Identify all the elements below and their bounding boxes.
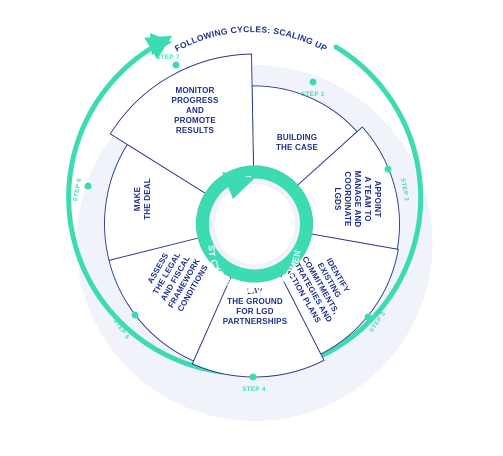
step-label-2: STEP 2 [399,178,409,202]
segment-label-line: THE DEAL [143,178,152,220]
step-dot-6 [84,182,92,190]
segment-label-line: MONITOR [175,86,214,95]
outer-arrowhead [150,33,172,55]
step-label-1: STEP 1 [301,92,325,98]
segment-label-line: THE GROUND [227,297,283,306]
segment-label-line: APPOINT [373,181,382,218]
segment-label-line: RESULTS [176,126,215,135]
segment-label-line: MANAGE AND [353,171,362,228]
segment-label-line: A TEAM TO [363,176,372,221]
segment-label-line: PROMOTE [174,116,216,125]
segment-label-step-6: MAKETHE DEAL [133,178,152,220]
segment-label-line: COORDINATE [343,171,352,227]
segment-label-line: FOR LGD [236,307,273,316]
segment-label-line: PARTNERSHIPS [223,317,288,326]
segment-label-line: LAY [247,287,263,296]
hub-arrowhead [222,172,255,199]
step-dot-2 [384,165,392,173]
step-dot-5 [131,311,139,319]
step-dot-7 [172,61,180,69]
segment-label-line: THE CASE [276,143,319,152]
segment-label-step-2: APPOINTA TEAM TOMANAGE ANDCOORDINATELGDS [333,171,382,228]
step-label-4: STEP 4 [242,387,266,393]
step-dot-1 [309,78,317,86]
segment-label-line: BUILDING [277,133,317,142]
hub-center [214,184,295,264]
segment-label-line: LGDS [333,187,342,210]
step-label-6: STEP 6 [73,178,83,202]
segment-label-line: AND [186,106,204,115]
step-label-7: STEP 7 [156,55,180,61]
step-dot-3 [364,313,372,321]
segment-label-line: PROGRESS [172,96,219,105]
step-dot-4 [249,373,257,381]
segment-label-line: MAKE [133,186,142,211]
diagram-title: FOLLOWING CYCLES: SCALING UP [173,24,329,53]
hub-ring [196,165,313,283]
